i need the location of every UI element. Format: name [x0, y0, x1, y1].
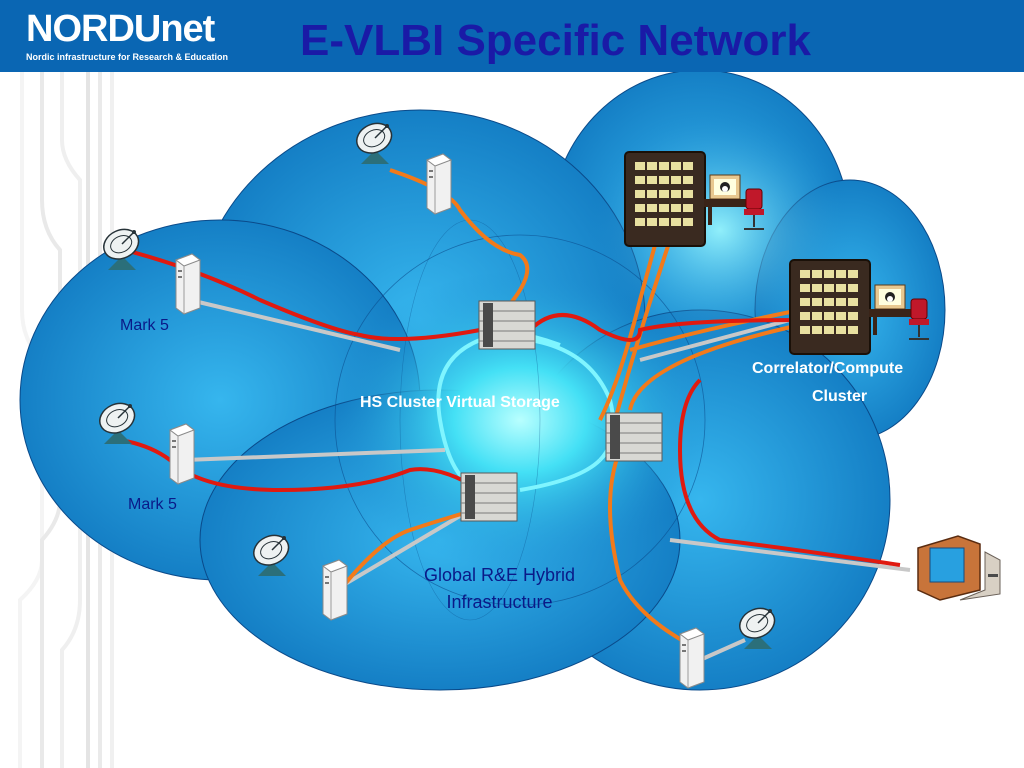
correlator-label-line1: Correlator/Compute	[752, 360, 904, 377]
desktop-computer-icon	[917, 535, 1001, 601]
rack-server-icon	[478, 300, 536, 350]
header-bar: NORDUnet Nordic infrastructure for Resea…	[0, 0, 1024, 72]
network-diagram	[18, 72, 1001, 768]
correlator-label-line2: Cluster	[812, 388, 868, 405]
mark5-label-bottom: Mark 5	[128, 496, 177, 513]
server-tower-icon	[679, 627, 705, 689]
server-tower-icon	[322, 559, 348, 621]
orange-links	[338, 168, 801, 652]
global-infra-line1: Global R&E Hybrid	[424, 565, 576, 585]
slide-title: E-VLBI Specific Network	[300, 16, 812, 65]
server-rack-cabinet-icon	[624, 151, 706, 247]
global-infra-line2: Infrastructure	[446, 592, 553, 612]
server-rack-cabinet-icon	[789, 259, 871, 355]
server-tower-icon	[175, 253, 201, 315]
server-tower-icon	[426, 153, 452, 215]
mark5-label-top: Mark 5	[120, 317, 169, 334]
brand-tagline: Nordic infrastructure for Research & Edu…	[26, 52, 229, 62]
global-infra-label: Global R&E Hybrid Infrastructure	[424, 562, 575, 616]
server-tower-icon	[169, 423, 195, 485]
brand-logo-text: NORDUnet	[26, 8, 215, 50]
rack-server-icon	[605, 412, 663, 462]
gray-links	[184, 298, 911, 662]
rack-server-icon	[460, 472, 518, 522]
hs-cluster-label: HS Cluster Virtual Storage	[360, 394, 560, 411]
